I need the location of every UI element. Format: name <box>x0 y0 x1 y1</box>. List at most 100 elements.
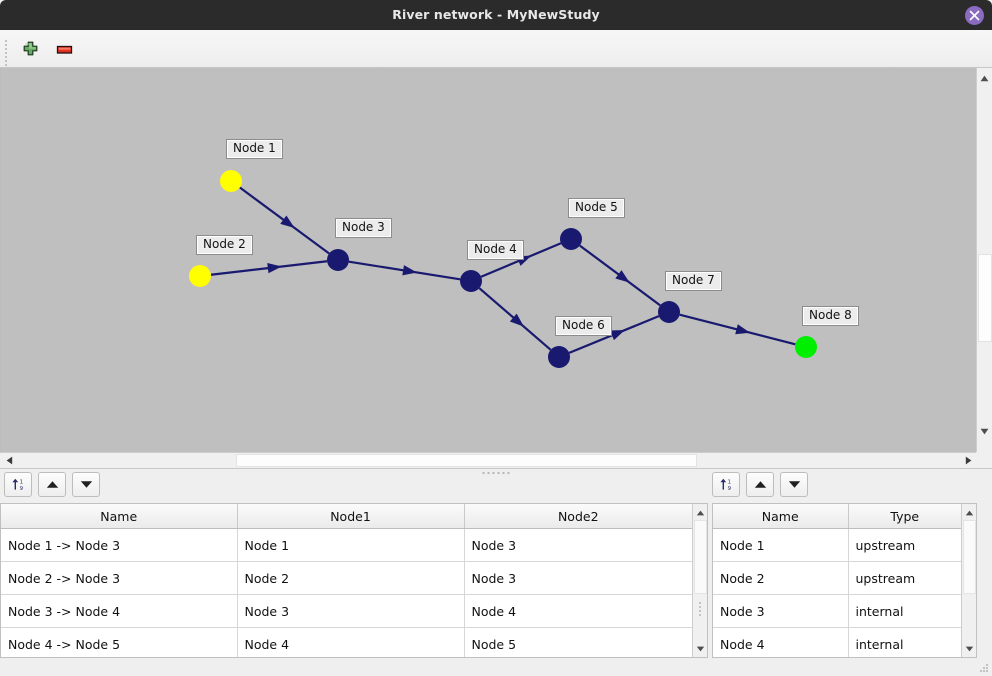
table-cell[interactable]: Node 4 <box>464 594 692 628</box>
table-cell[interactable]: internal <box>848 594 961 628</box>
table-cell[interactable]: Node 4 <box>237 627 465 657</box>
delete-node-button[interactable] <box>50 35 78 63</box>
triangle-down-icon <box>696 646 704 651</box>
graph-node-node-7[interactable] <box>658 301 680 323</box>
table-cell[interactable]: Node 3 -> Node 4 <box>1 594 238 628</box>
arrow-down-icon <box>80 481 92 488</box>
table-cell[interactable]: Node 1 <box>237 528 465 562</box>
nodes-scroll-down-button[interactable] <box>962 641 976 656</box>
graph-label-node-5[interactable]: Node 5 <box>568 198 625 218</box>
branches-move-up-button[interactable] <box>38 472 66 497</box>
arrow-down-icon <box>788 481 800 488</box>
scroll-down-button[interactable] <box>977 423 992 439</box>
nodes-vertical-scrollbar[interactable] <box>961 504 976 657</box>
close-button[interactable] <box>965 6 984 25</box>
table-cell[interactable]: Node 3 <box>464 528 692 562</box>
table-cell[interactable]: internal <box>848 627 961 657</box>
panel-splitter[interactable] <box>0 468 992 477</box>
table-cell[interactable]: Node 3 <box>713 594 849 628</box>
svg-text:9: 9 <box>727 486 731 492</box>
table-cell[interactable]: Node 1 <box>713 528 849 562</box>
scroll-left-button[interactable] <box>2 453 17 468</box>
graph-vertical-scroll-thumb[interactable] <box>978 254 992 342</box>
sort-ascending-icon: 1 9 <box>719 478 731 492</box>
graph-nodes <box>189 170 817 368</box>
table-cell[interactable]: upstream <box>848 561 961 595</box>
svg-text:9: 9 <box>19 486 23 492</box>
triangle-up-icon <box>980 75 989 81</box>
graph-vertical-scrollbar[interactable] <box>976 68 992 457</box>
graph-horizontal-scrollbar[interactable] <box>0 452 992 468</box>
svg-text:1: 1 <box>19 480 22 486</box>
nodes-move-up-button[interactable] <box>746 472 774 497</box>
graph-label-node-8[interactable]: Node 8 <box>802 306 859 326</box>
window-resize-grip[interactable] <box>979 663 989 673</box>
graph-edges <box>210 186 796 354</box>
graph-node-node-2[interactable] <box>189 265 211 287</box>
nodes-scroll-thumb[interactable] <box>963 520 976 594</box>
scroll-right-button[interactable] <box>961 453 976 468</box>
graph-node-node-8[interactable] <box>795 336 817 358</box>
branches-vertical-scrollbar[interactable] <box>692 504 707 657</box>
graph-label-node-4[interactable]: Node 4 <box>467 240 524 260</box>
table-cell[interactable]: Node 3 <box>464 561 692 595</box>
graph-label-node-6[interactable]: Node 6 <box>555 316 612 336</box>
graph-node-node-5[interactable] <box>560 228 582 250</box>
graph-node-node-3[interactable] <box>327 249 349 271</box>
table-cell[interactable]: Node 1 -> Node 3 <box>1 528 238 562</box>
graph-node-node-1[interactable] <box>220 170 242 192</box>
table-cell[interactable]: Node 2 <box>237 561 465 595</box>
column-header-node2[interactable]: Node2 <box>464 504 692 529</box>
edge-direction-arrow-icon <box>735 324 751 335</box>
green-plus-icon <box>23 41 37 55</box>
branches-move-down-button[interactable] <box>72 472 100 497</box>
scrollbar-corner <box>976 452 992 468</box>
graph-label-node-1[interactable]: Node 1 <box>226 139 283 159</box>
arrow-up-icon <box>46 481 58 488</box>
triangle-down-icon <box>980 428 989 434</box>
graph-node-node-4[interactable] <box>460 270 482 292</box>
add-node-button[interactable] <box>16 35 44 63</box>
nodes-scroll-up-button[interactable] <box>962 505 976 520</box>
branches-scroll-down-button[interactable] <box>693 641 707 656</box>
scroll-up-button[interactable] <box>977 70 992 86</box>
graph-label-node-3[interactable]: Node 3 <box>335 218 392 238</box>
column-header-name[interactable]: Name <box>713 504 849 529</box>
branches-scroll-up-button[interactable] <box>693 505 707 520</box>
graph-horizontal-scroll-thumb[interactable] <box>236 454 697 467</box>
graph-label-node-7[interactable]: Node 7 <box>665 271 722 291</box>
nodes-sort-button[interactable]: 1 9 <box>712 472 740 497</box>
table-cell[interactable]: Node 4 <box>713 627 849 657</box>
toolbar-drag-handle[interactable] <box>4 38 8 66</box>
table-cell[interactable]: Node 5 <box>464 627 692 657</box>
branches-scroll-thumb[interactable] <box>694 520 707 594</box>
table-cell[interactable]: Node 4 -> Node 5 <box>1 627 238 657</box>
branches-sort-button[interactable]: 1 9 <box>4 472 32 497</box>
table-cell[interactable]: Node 3 <box>237 594 465 628</box>
table-cell[interactable]: upstream <box>848 528 961 562</box>
nodes-move-down-button[interactable] <box>780 472 808 497</box>
graph-node-node-6[interactable] <box>548 346 570 368</box>
column-header-node1[interactable]: Node1 <box>237 504 465 529</box>
river-network-graph-panel[interactable]: Node 1 Node 2 Node 3 Node 4 Node 5 Node 6 Node… <box>0 68 992 457</box>
graph-label-node-2[interactable]: Node 2 <box>196 235 253 255</box>
column-header-type[interactable]: Type <box>848 504 961 529</box>
splitter-grip <box>482 472 510 474</box>
table-cell[interactable]: Node 2 -> Node 3 <box>1 561 238 595</box>
table-cell[interactable]: Node 2 <box>713 561 849 595</box>
column-header-name[interactable]: Name <box>1 504 238 529</box>
